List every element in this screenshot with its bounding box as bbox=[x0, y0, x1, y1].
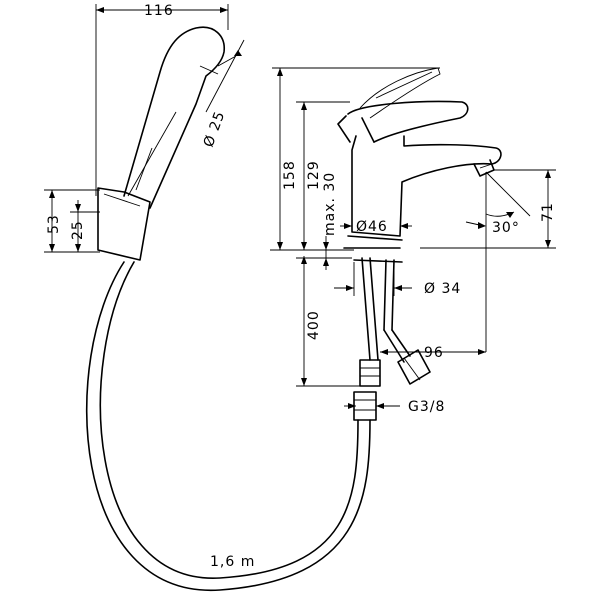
dim-spout-height: 129 bbox=[296, 101, 350, 250]
max-deck-label: max. 30 bbox=[322, 172, 338, 236]
shower-holder bbox=[97, 187, 151, 261]
spray-diameter-label: Ø 25 bbox=[201, 109, 229, 150]
holder-height-label: 53 bbox=[46, 214, 62, 234]
spout-angle-label: 30° bbox=[492, 220, 520, 236]
holder-width-label: 25 bbox=[70, 220, 86, 240]
dim-hole-diameter: Ø 34 bbox=[334, 262, 461, 297]
body-diameter-label: Ø46 bbox=[356, 219, 388, 235]
dim-holder: 53 25 bbox=[44, 189, 100, 253]
dim-max-deck: max. 30 bbox=[270, 172, 354, 270]
spout-reach-label: 96 bbox=[424, 345, 444, 361]
hole-diameter-label: Ø 34 bbox=[424, 281, 461, 297]
hand-shower bbox=[123, 26, 225, 209]
hose-length-label: 1,6 m bbox=[210, 554, 255, 570]
overall-height-label: 158 bbox=[282, 160, 298, 190]
spout-clearance-label: 71 bbox=[540, 202, 556, 222]
dim-handshower-length: 116 bbox=[95, 3, 229, 196]
supply-length-label: 400 bbox=[306, 310, 322, 340]
dim-body-diameter: Ø46 bbox=[340, 219, 412, 235]
dim-overall-height: 158 bbox=[272, 67, 440, 250]
dim-spout-angle: 30° bbox=[465, 171, 531, 352]
thread-label: G3/8 bbox=[408, 399, 445, 415]
shower-hose bbox=[86, 261, 371, 591]
handshower-length-label: 116 bbox=[144, 3, 174, 19]
dim-spout-clearance: 71 bbox=[420, 169, 556, 249]
dim-thread: G3/8 bbox=[344, 399, 445, 415]
supply-connections bbox=[353, 257, 431, 421]
dim-spout-reach: 96 bbox=[380, 345, 486, 361]
spout-height-label: 129 bbox=[306, 160, 322, 190]
mixer-body bbox=[337, 67, 502, 249]
dim-supply-length: 400 bbox=[296, 256, 372, 387]
